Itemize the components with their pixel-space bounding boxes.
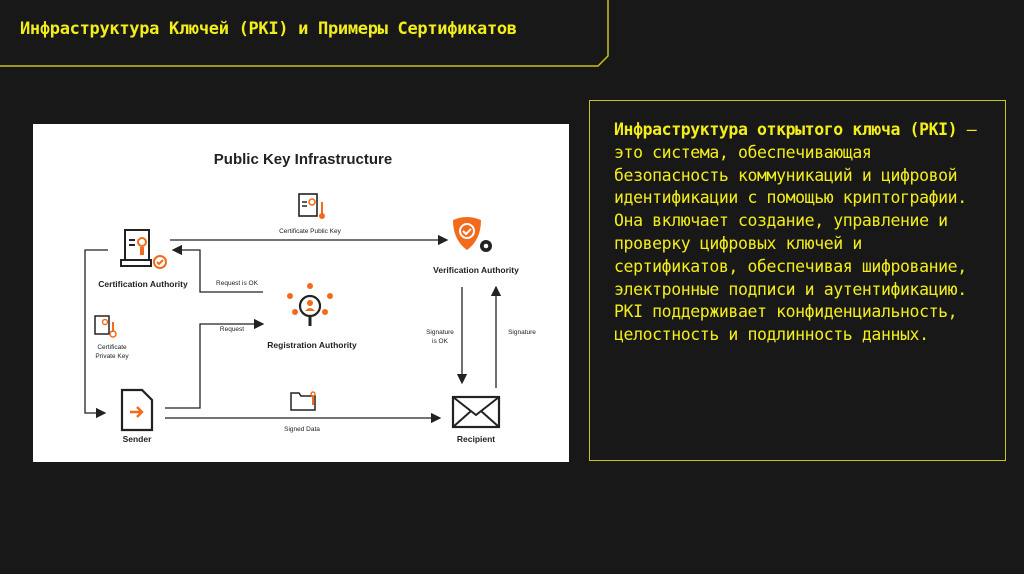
node-label-sender: Sender xyxy=(123,434,153,444)
description-body: — это система, обеспечивающая безопаснос… xyxy=(614,120,977,345)
shield-check-icon xyxy=(453,217,492,252)
certificate-icon xyxy=(120,229,167,269)
node-label-ca: Certification Authority xyxy=(98,279,188,289)
edge-label-request-ok: Request is OK xyxy=(216,280,259,287)
edge-label-signature-ok-2: is OK xyxy=(432,338,449,345)
envelope-icon xyxy=(451,395,501,429)
arrow-ca-to-sender xyxy=(84,249,108,419)
edge-label-signed-data: Signed Data xyxy=(284,426,320,433)
diagram-title: Public Key Infrastructure xyxy=(214,151,392,168)
arrows xyxy=(84,234,502,424)
edge-label-cert-private-key-1: Certificate xyxy=(97,344,127,351)
node-label-recipient: Recipient xyxy=(457,434,495,444)
description-box: Инфраструктура открытого ключа (PKI) — э… xyxy=(589,100,1006,461)
document-arrow-icon xyxy=(120,388,154,432)
edge-label-cert-private-key-2: Private Key xyxy=(95,353,129,360)
registration-search-icon xyxy=(287,283,333,326)
pki-diagram: Public Key Infrastructure Certification … xyxy=(33,124,569,462)
slide-title: Инфраструктура Ключей (PKI) и Примеры Се… xyxy=(20,19,517,39)
edge-label-request: Request xyxy=(220,326,244,333)
arrow-sender-to-ra xyxy=(165,318,265,409)
node-label-va: Verification Authority xyxy=(433,265,519,275)
description-text: Инфраструктура открытого ключа (PKI) — э… xyxy=(614,119,994,347)
header-frame xyxy=(0,0,609,67)
certificate-key-icon xyxy=(298,193,325,219)
arrow-ra-to-ca xyxy=(171,244,263,293)
edge-label-signature-ok-1: Signature xyxy=(426,329,454,336)
node-label-ra: Registration Authority xyxy=(267,340,357,350)
certificate-private-key-icon xyxy=(94,315,117,338)
folder-key-icon xyxy=(290,391,316,411)
edge-label-cert-public-key: Certificate Public Key xyxy=(279,228,342,235)
description-lead: Инфраструктура открытого ключа (PKI) xyxy=(614,120,958,139)
edge-label-signature: Signature xyxy=(508,329,536,336)
